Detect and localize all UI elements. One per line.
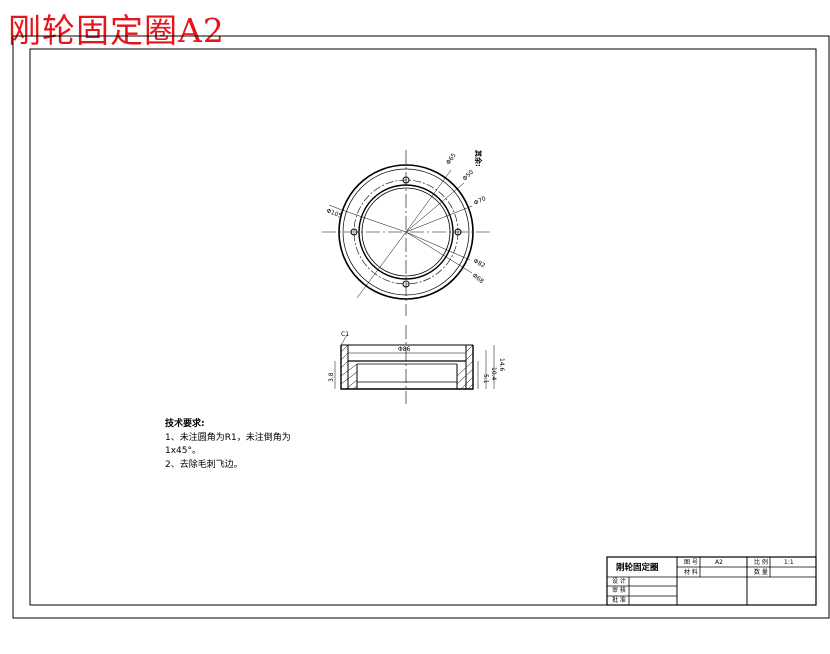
bolt-hole-right — [454, 228, 462, 236]
drawing-no-value: A2 — [715, 559, 723, 566]
dim-label: 14.6 — [498, 358, 505, 372]
dim-label: 10.4 — [490, 367, 497, 381]
dim-label: Φ86 — [398, 346, 411, 353]
inner-frame — [29, 48, 817, 606]
dim-label: C1 — [341, 331, 349, 338]
material-label: 材 料 — [684, 569, 698, 576]
note-line: 2、去除毛刺飞边。 — [165, 459, 243, 470]
view-label: 其余: — [474, 150, 483, 167]
technical-requirements: 技术要求: 1、未注圆角为R1，未注倒角为 1x45°。 2、去除毛刺飞边。 — [165, 418, 291, 472]
note-line: 1x45°。 — [165, 446, 202, 456]
scale-label: 比 例 — [754, 559, 768, 566]
quantity-label: 数 量 — [754, 569, 768, 576]
dim-label: 3.8 — [328, 372, 335, 382]
outer-border — [12, 35, 830, 619]
bolt-hole-left — [350, 228, 358, 236]
plan-view — [322, 150, 490, 316]
title-block: 刚轮固定圈 图 号 A2 比 例 1:1 材 料 数 量 设 计 审 核 批 准 — [607, 557, 816, 605]
note-line: 1、未注圆角为R1，未注倒角为 — [165, 432, 291, 443]
dim-label: Φ65 — [445, 152, 458, 166]
dim-label: 5.1 — [482, 374, 489, 384]
drawing-title: 刚轮固定圈A2 — [8, 11, 225, 50]
approver-label: 批 准 — [612, 597, 626, 604]
section-view — [334, 325, 495, 404]
designer-label: 设 计 — [612, 578, 626, 585]
dim-label: Φ82 — [472, 258, 486, 270]
dim-label: Φ50 — [461, 169, 475, 183]
notes-heading: 技术要求: — [165, 419, 205, 429]
bolt-hole-top — [402, 176, 410, 184]
dim-label: Φ70 — [473, 195, 487, 207]
dim-label: Φ68 — [471, 272, 485, 285]
checker-label: 审 核 — [612, 587, 626, 594]
drawing-no-label: 图 号 — [684, 559, 698, 566]
scale-value: 1:1 — [784, 559, 794, 566]
bolt-hole-bottom — [402, 280, 410, 288]
part-name: 刚轮固定圈 — [616, 563, 659, 573]
title-block-grid — [606, 556, 817, 606]
section-dimension-labels: C1 Φ86 3.8 5.1 10.4 14.6 — [328, 331, 505, 384]
